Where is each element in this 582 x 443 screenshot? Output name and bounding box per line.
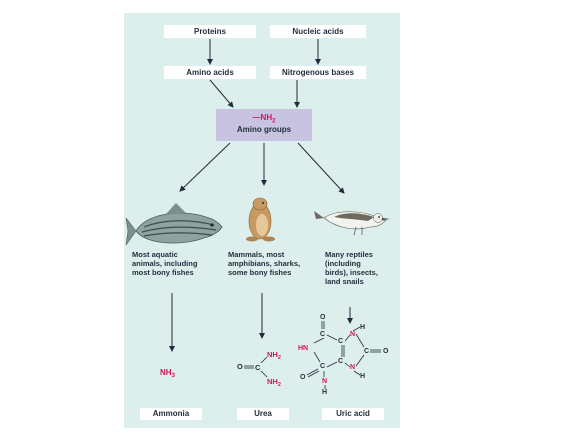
svg-text:O: O	[300, 374, 306, 381]
urea-structure: O C NH2 NH2	[237, 350, 281, 388]
amino-groups-label: Amino groups	[236, 125, 292, 135]
nucleic-acids-label: Nucleic acids	[292, 26, 344, 36]
svg-text:C: C	[255, 363, 261, 372]
group-label-aquatic: Most aquatic animals, including most bon…	[132, 250, 198, 277]
bird-icon	[314, 211, 390, 236]
svg-text:N: N	[350, 331, 355, 338]
fish-icon	[125, 203, 223, 246]
svg-text:H: H	[360, 324, 365, 331]
urea-box: Urea	[237, 408, 289, 420]
amino-acids-box: Amino acids	[164, 66, 256, 79]
svg-text:HN: HN	[298, 345, 308, 352]
svg-text:C: C	[320, 331, 325, 338]
svg-text:C: C	[364, 348, 369, 355]
svg-text:O: O	[383, 348, 389, 355]
svg-text:NH2: NH2	[267, 350, 281, 361]
uric-acid-structure: O C HN C N H C O C C N H O N H	[298, 314, 389, 396]
svg-text:C: C	[338, 338, 343, 345]
svg-text:N: N	[322, 378, 327, 385]
arrow-groups-to-bird	[297, 142, 345, 194]
nitrogenous-bases-label: Nitrogenous bases	[281, 67, 354, 77]
ammonia-box: Ammonia	[140, 408, 202, 420]
arrow-amino-acids-to-groups	[209, 79, 234, 108]
svg-text:H: H	[360, 373, 365, 380]
svg-text:C: C	[338, 358, 343, 365]
diagram-graphics: NH3 O C NH2 NH2 O C HN C N H C O C	[125, 39, 390, 396]
proteins-label: Proteins	[193, 26, 226, 36]
nucleic-acids-box: Nucleic acids	[270, 25, 366, 38]
svg-text:O: O	[320, 314, 326, 321]
svg-text:NH2: NH2	[267, 377, 281, 388]
nitrogenous-bases-box: Nitrogenous bases	[270, 66, 366, 79]
excretion-diagram: Proteins Nucleic acids Amino acids Nitro…	[124, 13, 400, 428]
ammonia-label: Ammonia	[152, 409, 190, 418]
amino-group-formula: —NH2	[252, 113, 276, 125]
urea-label: Urea	[254, 409, 272, 418]
uric-acid-label: Uric acid	[336, 409, 370, 418]
ammonia-formula: NH3	[160, 368, 176, 379]
prairie-dog-icon	[246, 197, 275, 242]
arrow-groups-to-fish	[179, 142, 231, 192]
group-label-mammals: Mammals, most amphibians, sharks, some b…	[228, 250, 301, 277]
svg-text:H: H	[322, 389, 327, 396]
svg-text:O: O	[237, 362, 243, 371]
group-label-reptiles: Many reptiles (including birds), insects…	[325, 250, 378, 286]
pathway-arrows	[169, 39, 353, 352]
amino-acids-label: Amino acids	[186, 67, 234, 77]
proteins-box: Proteins	[164, 25, 256, 38]
svg-text:C: C	[320, 363, 325, 370]
svg-text:N: N	[350, 364, 355, 371]
uric-acid-box: Uric acid	[322, 408, 384, 420]
amino-groups-box: —NH2 Amino groups	[216, 109, 312, 141]
svg-text:NH3: NH3	[160, 368, 176, 379]
